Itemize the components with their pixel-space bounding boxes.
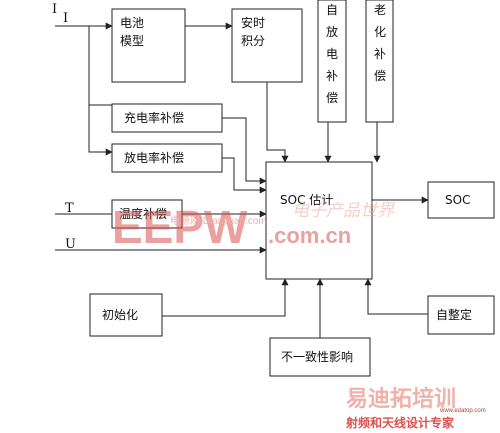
block-discharge-rate-comp-label: 放电率补偿 bbox=[124, 150, 184, 165]
block-initialization: 初始化 bbox=[89, 293, 163, 337]
block-discharge-rate-comp: 放电率补偿 bbox=[111, 143, 223, 173]
block-initialization-label: 初始化 bbox=[102, 308, 138, 322]
block-self-discharge-comp-label-char: 电 bbox=[326, 47, 338, 61]
eepw-subtitle: 电源网 Dianyuan.com bbox=[170, 214, 267, 227]
block-self-discharge-comp-label-char: 自 bbox=[326, 3, 338, 17]
block-battery-model: 电池模型 bbox=[111, 8, 186, 83]
block-inconsistency: 不一致性影响 bbox=[269, 337, 371, 377]
world-watermark: 电子产品世界 bbox=[292, 201, 395, 221]
svg-text:安时积分: 安时积分 bbox=[241, 15, 265, 48]
input-label-i-upper: I bbox=[52, 2, 57, 17]
block-temp-comp: 温度补偿 bbox=[111, 199, 183, 229]
eepw-logo: EEPW bbox=[112, 201, 248, 253]
training-title: 易迪拓培训 bbox=[346, 386, 456, 412]
block-aging-comp-label: 老化补偿 bbox=[374, 3, 386, 83]
connector-self-adjust-to-soc bbox=[364, 278, 428, 315]
svg-text:电池模型: 电池模型 bbox=[120, 16, 144, 48]
block-soc-estimate: SOC 估计 bbox=[265, 161, 373, 280]
block-charge-rate-comp-label: 充电率补偿 bbox=[124, 110, 184, 125]
block-soc-output-label: SOC bbox=[445, 193, 470, 207]
block-charge-rate-comp: 充电率补偿 bbox=[111, 103, 223, 133]
block-battery-model-label-line2: 模型 bbox=[120, 34, 144, 48]
block-self-discharge-comp-label-char: 放 bbox=[326, 24, 338, 39]
block-ah-integration-label: 安时 bbox=[241, 15, 265, 30]
block-self-adjust-label: 自整定 bbox=[436, 307, 472, 322]
connector-i-to-discharge-rate bbox=[88, 26, 113, 156]
connector-ah-to-soc bbox=[266, 80, 289, 163]
block-self-discharge-comp: 自放电补偿 bbox=[317, 0, 347, 123]
block-aging-comp-label-char: 老 bbox=[374, 3, 386, 17]
block-ah-integration-label-line2: 积分 bbox=[241, 34, 265, 48]
input-label-t: T bbox=[65, 201, 74, 216]
block-inconsistency-label: 不一致性影响 bbox=[281, 349, 353, 364]
block-temp-comp-label: 温度补偿 bbox=[119, 206, 167, 221]
block-soc-output: SOC bbox=[427, 181, 495, 219]
block-soc-estimate-label: SOC 估计 bbox=[280, 193, 333, 207]
input-label-u: U bbox=[65, 237, 76, 252]
footer-small-url: www.edatop.com bbox=[439, 408, 486, 414]
block-self-discharge-comp-label-char: 补 bbox=[326, 69, 338, 83]
connector-init-to-soc bbox=[162, 278, 289, 317]
connector-discharge-rate-to-soc bbox=[222, 157, 267, 194]
block-self-discharge-comp-label: 自放电补偿 bbox=[326, 3, 338, 105]
training-watermark: 易迪拓培训 射频和天线设计专家 www.edatop.com bbox=[345, 386, 486, 430]
block-self-discharge-comp-label-char: 偿 bbox=[326, 90, 338, 105]
eepw-domain: .com.cn bbox=[268, 223, 351, 248]
input-label-i-lower: I bbox=[63, 11, 68, 26]
block-aging-comp-label-char: 偿 bbox=[374, 68, 386, 83]
block-self-adjust: 自整定 bbox=[427, 295, 495, 335]
block-ah-integration: 安时积分 bbox=[231, 8, 303, 83]
eepw-watermark: EEPW .com.cn 电源网 Dianyuan.com 电子产品世界 bbox=[112, 201, 395, 253]
connector-charge-rate-to-soc bbox=[222, 117, 267, 185]
block-aging-comp-label-char: 化 bbox=[374, 25, 386, 39]
block-aging-comp: 老化补偿 bbox=[365, 0, 394, 123]
block-aging-comp-label-char: 补 bbox=[374, 47, 386, 61]
training-subtitle: 射频和天线设计专家 bbox=[345, 415, 455, 430]
block-battery-model-label: 电池 bbox=[120, 16, 144, 30]
